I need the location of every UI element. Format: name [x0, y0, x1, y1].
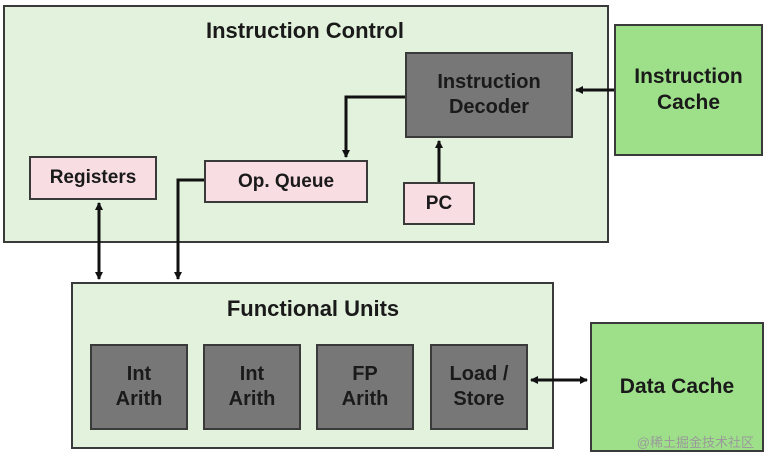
int-arith-unit-2: Int Arith — [203, 344, 301, 430]
instruction-cache-label-line1: Instruction — [634, 64, 743, 88]
unit-2-label-line1: Int — [239, 363, 265, 385]
instruction-decoder-box: Instruction Decoder — [405, 52, 573, 138]
unit-4-label-line2: Store — [453, 388, 505, 410]
instruction-decoder-label-line2: Decoder — [448, 96, 530, 118]
int-arith-unit-1: Int Arith — [90, 344, 188, 430]
arrow-opqueue-to-functional-units — [174, 178, 204, 280]
arrow-decoder-to-opqueue — [342, 95, 405, 158]
instruction-cache-label-line2: Cache — [656, 91, 721, 114]
registers-box: Registers — [29, 156, 157, 200]
unit-3-label-line2: Arith — [341, 388, 389, 410]
op-queue-box: Op. Queue — [204, 160, 368, 203]
unit-1-label-line1: Int — [126, 363, 152, 385]
unit-2-label-line2: Arith — [228, 388, 276, 410]
pc-box: PC — [403, 182, 475, 225]
instruction-cache-box: Instruction Cache — [614, 24, 763, 156]
data-cache-box: Data Cache — [590, 322, 764, 452]
watermark: @稀土掘金技术社区 — [636, 435, 754, 450]
instruction-control-title: Instruction Control — [206, 18, 404, 43]
unit-1-label-line2: Arith — [115, 388, 163, 410]
fp-arith-unit: FP Arith — [316, 344, 414, 430]
functional-units-title: Functional Units — [226, 296, 400, 321]
instruction-decoder-label-line1: Instruction — [437, 71, 541, 93]
unit-3-label-line1: FP — [352, 363, 378, 385]
unit-4-label-line1: Load / — [449, 363, 509, 385]
load-store-unit: Load / Store — [430, 344, 528, 430]
